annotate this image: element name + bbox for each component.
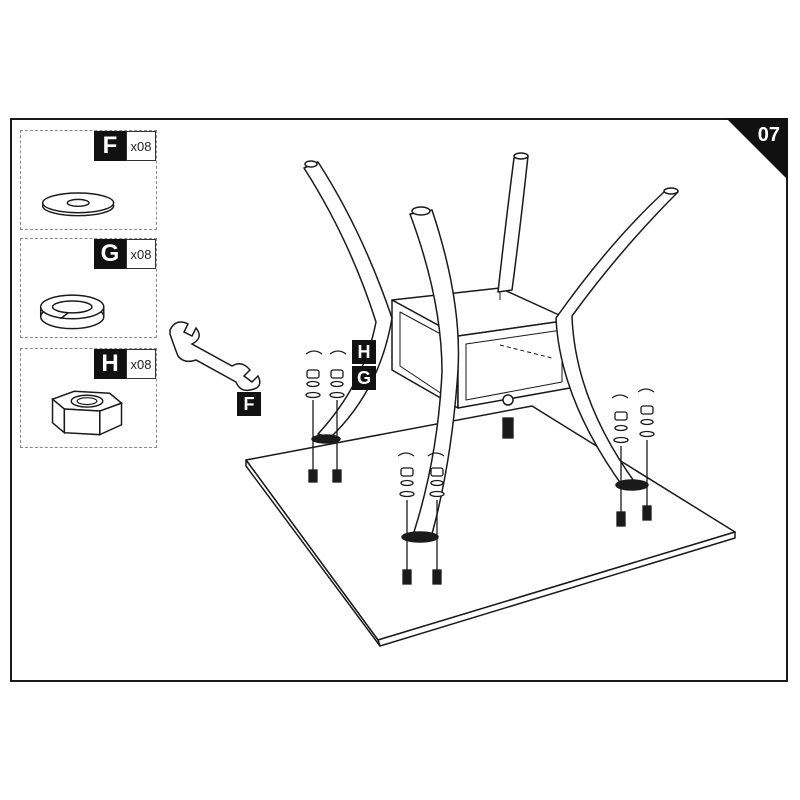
bolt-stack-left-2 [329, 369, 345, 483]
hex-nut-icon [51, 390, 123, 436]
part-letter-f: F [94, 131, 126, 161]
stack-label-g: G [352, 366, 376, 390]
part-qty-h: x08 [126, 349, 156, 379]
table-leg-back [497, 155, 529, 293]
part-box-f: F x08 [20, 130, 157, 230]
part-box-g: G x08 [20, 238, 157, 338]
wrench-icon [169, 321, 261, 392]
step-number: 07 [757, 124, 780, 146]
wrench-part-label: F [237, 392, 261, 416]
part-letter-g: G [94, 239, 126, 269]
bolt-stack-right-1 [613, 411, 629, 527]
washer-icon [41, 192, 115, 217]
bolt-stack-right-2 [639, 405, 655, 521]
apron-frame [391, 287, 571, 409]
part-letter-h: H [94, 349, 126, 379]
bolt-stack-front-1 [399, 467, 415, 585]
stack-label-h: H [352, 340, 376, 364]
hardware-stacks [305, 369, 655, 585]
part-qty-g: x08 [126, 239, 156, 269]
step-corner-tab [726, 118, 788, 180]
bolt-stack-front-2 [429, 467, 445, 585]
bolt-stack-left-1 [305, 369, 321, 483]
instruction-frame: 07 F x08 G x08 H x08 [10, 118, 788, 682]
rotation-arrows [305, 350, 655, 457]
part-qty-f: x08 [126, 131, 156, 161]
spring-washer-icon [39, 294, 105, 330]
part-box-h: H x08 [20, 348, 157, 448]
